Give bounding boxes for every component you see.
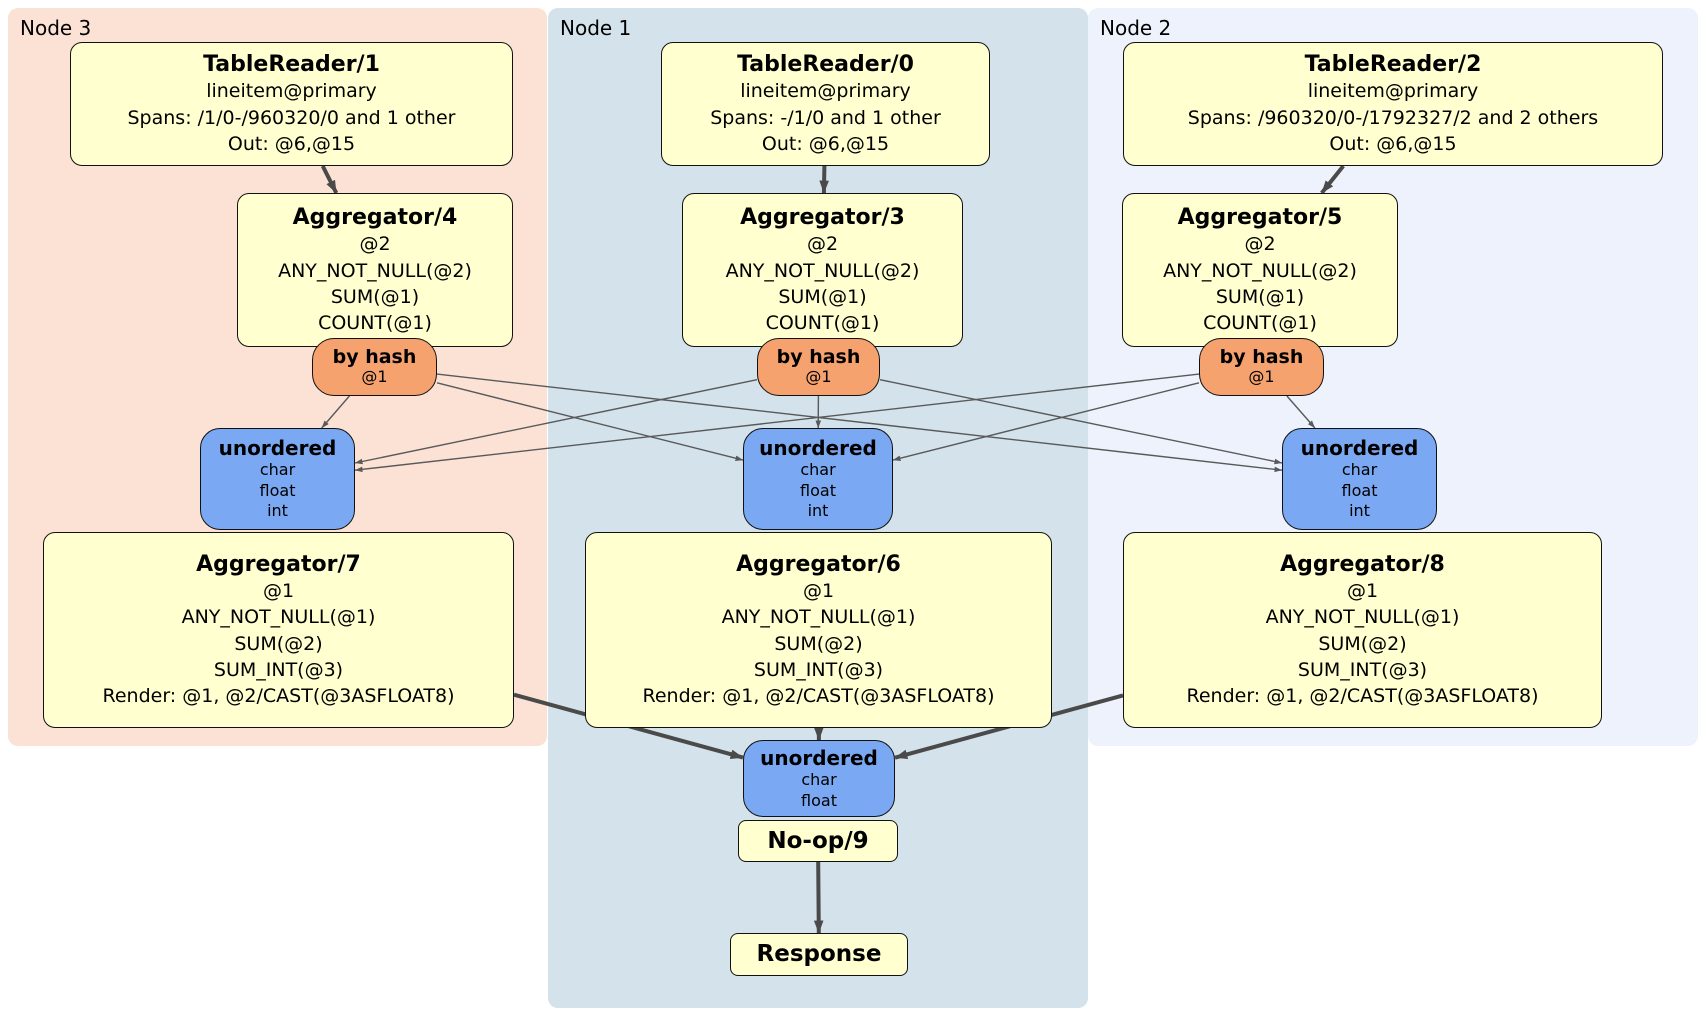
processor-detail: Spans: -/1/0 and 1 other: [710, 106, 941, 129]
router-detail: @1: [1248, 367, 1275, 387]
processor-detail: Out: @6,@15: [227, 132, 356, 155]
processor-detail: @2: [1244, 233, 1276, 256]
sync-stream: float: [259, 480, 296, 500]
sync-stream: float: [1341, 480, 1378, 500]
processor-detail: SUM(@1): [1215, 285, 1305, 308]
processor-detail: lineitem@primary: [1307, 80, 1479, 103]
processor-detail: @2: [806, 233, 839, 256]
sync-stream: char: [800, 460, 836, 480]
sync-unordered-final: unordered char float: [743, 740, 895, 817]
processor-detail: Render: @1, @2/CAST(@3ASFLOAT8): [642, 685, 995, 708]
processor-tablereader-2: TableReader/2 lineitem@primary Spans: /9…: [1123, 42, 1663, 166]
processor-aggregator-4: Aggregator/4 @2 ANY_NOT_NULL(@2) SUM(@1)…: [237, 193, 513, 347]
processor-title: TableReader/2: [1304, 51, 1482, 77]
router-title: by hash: [1219, 346, 1304, 369]
sync-stream: int: [267, 501, 288, 521]
processor-detail: Spans: /960320/0-/1792327/2 and 2 others: [1187, 106, 1599, 129]
processor-title: Aggregator/8: [1280, 551, 1445, 577]
processor-aggregator-5: Aggregator/5 @2 ANY_NOT_NULL(@2) SUM(@1)…: [1122, 193, 1398, 347]
router-detail: @1: [805, 367, 832, 387]
processor-detail: ANY_NOT_NULL(@2): [278, 259, 472, 282]
response-title: Response: [756, 941, 882, 968]
sync-title: unordered: [760, 746, 878, 771]
processor-detail: lineitem@primary: [206, 80, 377, 103]
processor-title: Aggregator/6: [736, 551, 901, 577]
processor-detail: SUM(@1): [330, 285, 420, 308]
processor-detail: ANY_NOT_NULL(@2): [725, 259, 920, 282]
processor-detail: SUM(@2): [234, 632, 323, 655]
processor-detail: Render: @1, @2/CAST(@3ASFLOAT8): [1186, 685, 1539, 708]
panel-node-1-label: Node 1: [560, 16, 632, 40]
processor-detail: SUM(@1): [778, 285, 867, 308]
processor-aggregator-7: Aggregator/7 @1 ANY_NOT_NULL(@1) SUM(@2)…: [43, 532, 514, 728]
processor-detail: ANY_NOT_NULL(@2): [1163, 259, 1357, 282]
processor-title: TableReader/0: [737, 51, 914, 77]
processor-detail: Out: @6,@15: [1329, 132, 1457, 155]
processor-detail: SUM_INT(@3): [213, 658, 344, 681]
processor-detail: ANY_NOT_NULL(@1): [1265, 606, 1460, 629]
processor-detail: COUNT(@1): [765, 311, 880, 334]
processor-title: No-op/9: [767, 827, 869, 854]
router-by-hash-node3: by hash @1: [312, 338, 437, 396]
sync-stream: float: [801, 790, 837, 810]
processor-detail: ANY_NOT_NULL(@1): [181, 606, 376, 629]
router-title: by hash: [332, 346, 417, 369]
processor-detail: SUM_INT(@3): [753, 658, 884, 681]
processor-detail: @1: [262, 580, 295, 603]
router-title: by hash: [776, 346, 861, 369]
sync-unordered-node2: unordered char float int: [1282, 428, 1437, 530]
processor-detail: Out: @6,@15: [761, 132, 890, 155]
processor-detail: SUM(@2): [1318, 632, 1407, 655]
processor-detail: Render: @1, @2/CAST(@3ASFLOAT8): [102, 685, 455, 708]
sync-title: unordered: [218, 436, 337, 461]
router-by-hash-node2: by hash @1: [1199, 338, 1324, 396]
processor-title: Aggregator/5: [1177, 204, 1343, 230]
panel-node-3-label: Node 3: [20, 16, 92, 40]
sync-stream: int: [1349, 501, 1370, 521]
processor-detail: @1: [802, 580, 835, 603]
sync-title: unordered: [759, 436, 877, 461]
sync-stream: char: [259, 460, 296, 480]
router-detail: @1: [361, 367, 388, 387]
sync-stream: float: [800, 480, 836, 500]
processor-aggregator-6: Aggregator/6 @1 ANY_NOT_NULL(@1) SUM(@2)…: [585, 532, 1052, 728]
sync-unordered-node3: unordered char float int: [200, 428, 355, 530]
sync-unordered-node1: unordered char float int: [743, 428, 893, 530]
processor-detail: COUNT(@1): [318, 311, 432, 334]
processor-title: Aggregator/3: [740, 204, 905, 230]
processor-detail: COUNT(@1): [1203, 311, 1317, 334]
response-node: Response: [730, 933, 908, 976]
sync-stream: int: [807, 501, 829, 521]
panel-node-2-label: Node 2: [1100, 16, 1172, 40]
sync-stream: char: [1341, 460, 1378, 480]
router-by-hash-node1: by hash @1: [757, 338, 880, 396]
processor-aggregator-8: Aggregator/8 @1 ANY_NOT_NULL(@1) SUM(@2)…: [1123, 532, 1602, 728]
processor-tablereader-0: TableReader/0 lineitem@primary Spans: -/…: [661, 42, 990, 166]
processor-detail: SUM(@2): [774, 632, 863, 655]
sync-stream: char: [801, 770, 837, 790]
processor-aggregator-3: Aggregator/3 @2 ANY_NOT_NULL(@2) SUM(@1)…: [682, 193, 963, 347]
processor-title: Aggregator/4: [292, 204, 458, 230]
processor-title: TableReader/1: [203, 51, 380, 77]
processor-tablereader-1: TableReader/1 lineitem@primary Spans: /1…: [70, 42, 513, 166]
sync-title: unordered: [1300, 436, 1419, 461]
processor-detail: SUM_INT(@3): [1297, 658, 1428, 681]
processor-detail: Spans: /1/0-/960320/0 and 1 other: [127, 106, 456, 129]
processor-title: Aggregator/7: [196, 551, 361, 577]
processor-detail: @2: [359, 233, 391, 256]
processor-noop-9: No-op/9: [738, 820, 898, 862]
processor-detail: ANY_NOT_NULL(@1): [721, 606, 916, 629]
processor-detail: @1: [1346, 580, 1379, 603]
processor-detail: lineitem@primary: [740, 80, 911, 103]
